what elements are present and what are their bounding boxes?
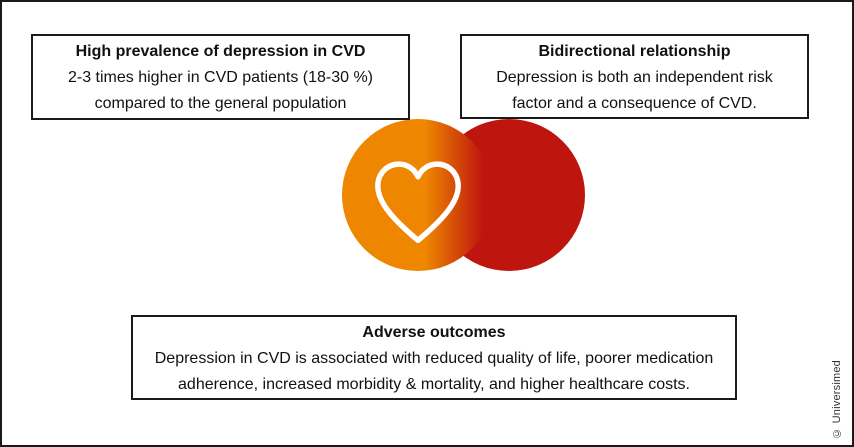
bidirectional-box: Bidirectional relationship Depression is… bbox=[460, 34, 809, 119]
venn-circle-orange bbox=[342, 119, 494, 271]
adverse-outcomes-line-1: Depression in CVD is associated with red… bbox=[154, 350, 714, 367]
heart-outline-icon bbox=[375, 161, 461, 244]
bidirectional-line-1: Depression is both an independent risk bbox=[496, 69, 773, 86]
adverse-outcomes-title: Adverse outcomes bbox=[362, 324, 506, 341]
bidirectional-title: Bidirectional relationship bbox=[538, 43, 731, 60]
adverse-outcomes-line-2: adherence, increased morbidity & mortali… bbox=[178, 376, 690, 393]
prevalence-title: High prevalence of depression in CVD bbox=[75, 43, 366, 60]
prevalence-line-1: 2-3 times higher in CVD patients (18-30 … bbox=[67, 69, 374, 86]
bidirectional-line-2: factor and a consequence of CVD. bbox=[512, 95, 757, 112]
copyright-credit: © Universimed bbox=[831, 360, 843, 439]
prevalence-line-2: compared to the general population bbox=[94, 95, 347, 112]
prevalence-box: High prevalence of depression in CVD 2-3… bbox=[31, 34, 410, 120]
adverse-outcomes-box: Adverse outcomes Depression in CVD is as… bbox=[131, 315, 737, 400]
